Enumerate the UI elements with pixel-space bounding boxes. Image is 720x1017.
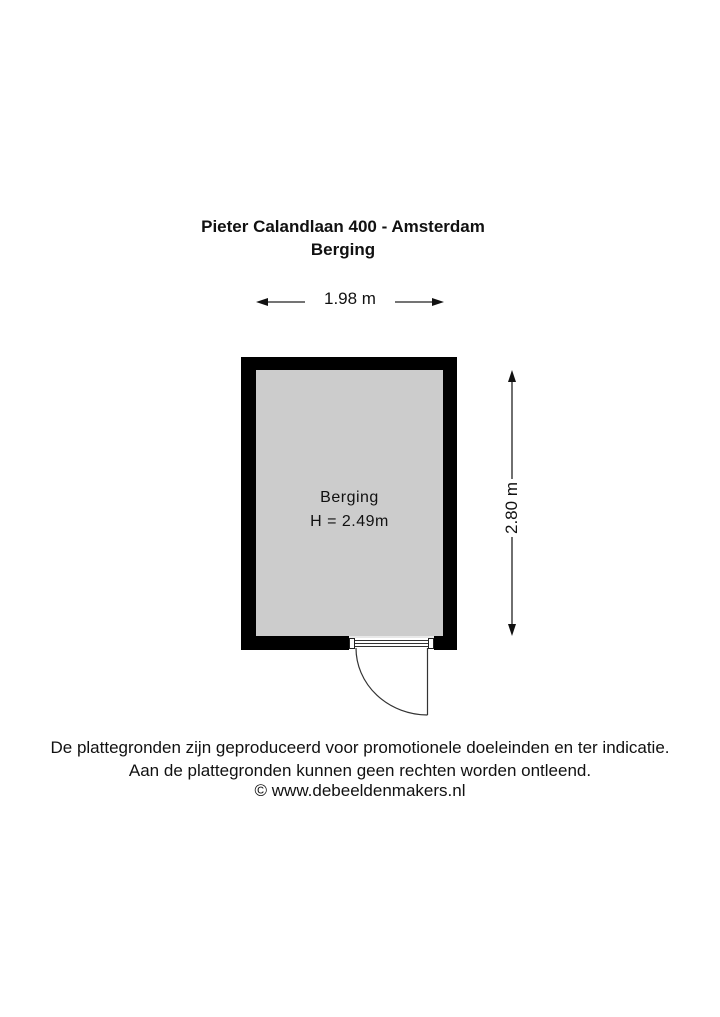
copyright-notice: © www.debeeldenmakers.nl: [254, 781, 466, 800]
room-height: H = 2.49m: [310, 513, 389, 530]
room-name: Berging: [320, 489, 379, 506]
address-title: Pieter Calandlaan 400 - Amsterdam: [201, 217, 485, 236]
depth-label: 2.80 m: [502, 479, 522, 537]
room-walls: [241, 357, 457, 650]
floor-title: Berging: [310, 240, 376, 259]
width-label: 1.98 m: [305, 289, 395, 309]
disclaimer-line-1: De plattegronden zijn geproduceerd voor …: [50, 738, 670, 757]
disclaimer-line-2: Aan de plattegronden kunnen geen rechten…: [128, 761, 592, 780]
door: [349, 638, 434, 716]
